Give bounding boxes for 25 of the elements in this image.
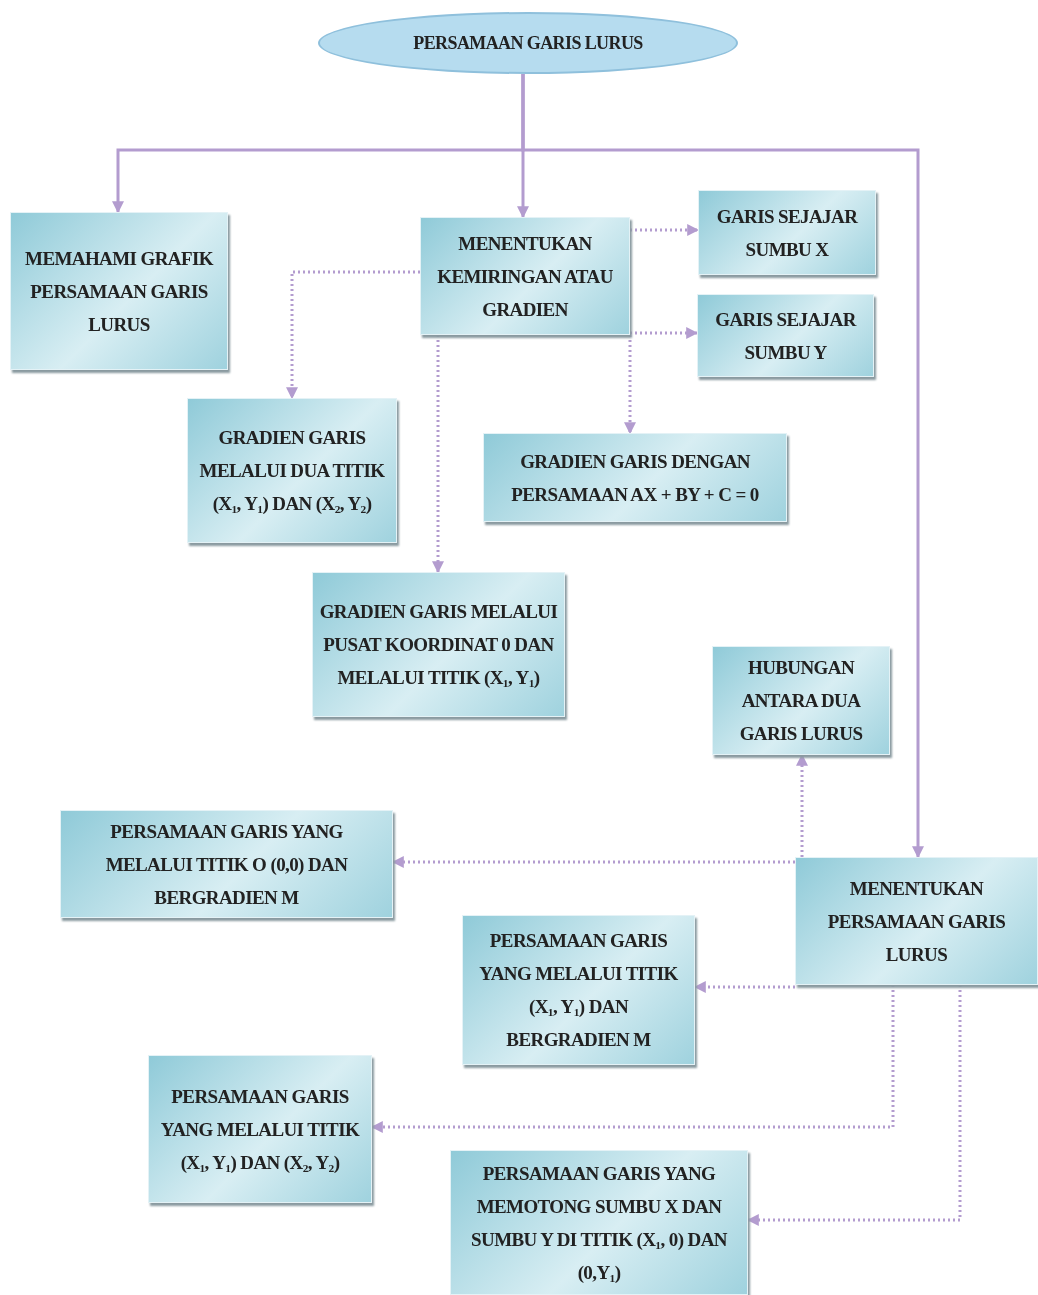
process-box: MENENTUKAN PERSAMAAN GARIS LURUS bbox=[795, 857, 1038, 985]
arrow bbox=[521, 74, 924, 859]
process-box: PERSAMAAN GARIS YANG MELALUI TITIK (X$_{1}$, Y$_{1}$) DAN (X$_{2}$, Y$_{2}$) bbox=[148, 1055, 372, 1203]
process-box: PERSAMAAN GARIS YANG MEMOTONG SUMBU X DAN SUMBU Y DI TITIK (X$_{1}$, 0) DAN (0,Y$_{1}$) bbox=[450, 1150, 748, 1295]
process-box: MEMAHAMI GRAFIK PERSAMAAN GARIS LURUS bbox=[10, 212, 228, 370]
dotted-arrow bbox=[624, 335, 636, 435]
dotted-arrow bbox=[370, 985, 895, 1133]
process-box: PERSAMAAN GARIS YANG MELALUI TITIK O (0,0) DAN BERGRADIEN M bbox=[60, 810, 393, 918]
process-box: GARIS SEJAJAR SUMBU X bbox=[698, 190, 876, 275]
process-box: GARIS SEJAJAR SUMBU Y bbox=[697, 294, 874, 377]
process-box: GRADIEN GARIS DENGAN PERSAMAAN AX + BY + C = 0 bbox=[483, 433, 787, 522]
process-box: MENENTUKAN KEMIRINGAN ATAU GRADIEN bbox=[420, 217, 630, 335]
dotted-arrow bbox=[746, 985, 962, 1226]
dotted-arrow bbox=[391, 856, 795, 868]
dotted-arrow bbox=[630, 224, 700, 236]
process-box: GRADIEN GARIS MELALUI DUA TITIK (X$_{1}$, Y$_{1}$) DAN (X$_{2}$, Y$_{2}$) bbox=[187, 398, 397, 543]
dotted-arrow bbox=[630, 327, 699, 339]
dotted-arrow bbox=[796, 753, 808, 857]
dotted-arrow bbox=[286, 270, 420, 400]
dotted-arrow bbox=[693, 981, 795, 993]
process-box: GRADIEN GARIS MELALUI PUSAT KOORDINAT 0 DAN MELALUI TITIK (X$_{1}$, Y$_{1}$) bbox=[312, 572, 565, 717]
process-box: PERSAMAAN GARIS YANG MELALUI TITIK (X$_{1}$, Y$_{1}$) DAN BERGRADIEN M bbox=[462, 915, 695, 1065]
process-box: HUBUNGAN ANTARA DUA GARIS LURUS bbox=[712, 646, 890, 755]
dotted-arrow bbox=[432, 335, 444, 574]
title-ellipse: PERSAMAAN GARIS LURUS bbox=[318, 12, 738, 74]
